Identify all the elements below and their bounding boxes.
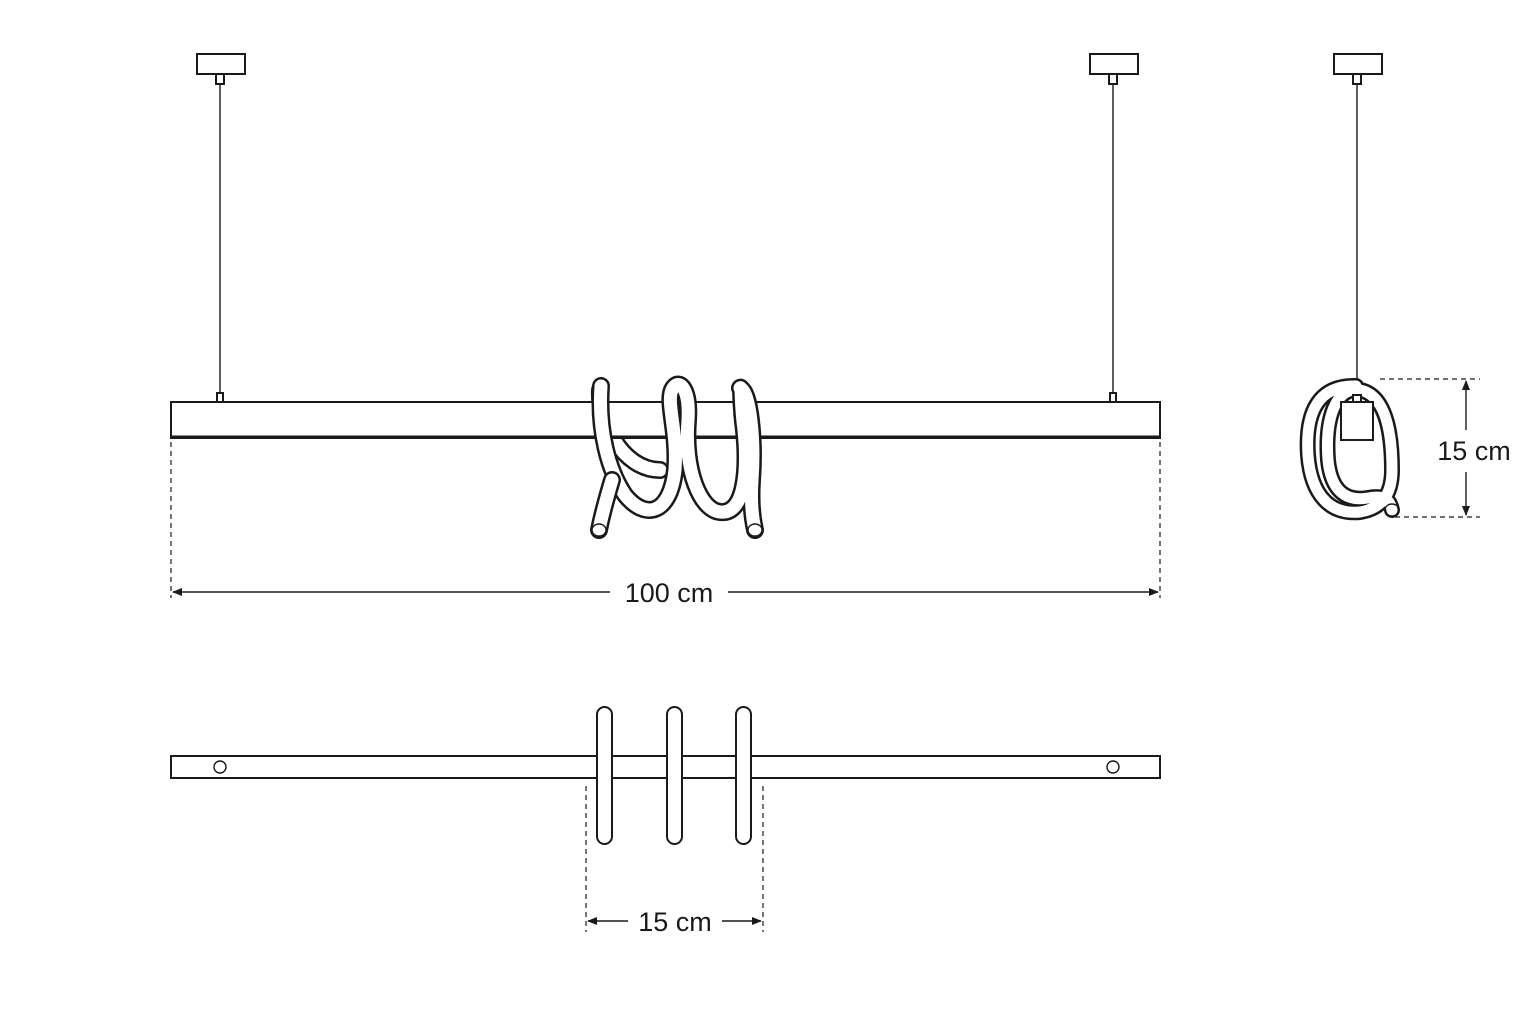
ceiling-canopy-left xyxy=(196,53,246,85)
coil-side-profile xyxy=(1299,378,1400,521)
spiral-tube-front xyxy=(590,375,764,539)
cable-point-right xyxy=(1106,760,1120,774)
ceiling-canopy-right xyxy=(1089,53,1139,85)
length-dimension: 100 cm xyxy=(170,442,1161,608)
tube-loop-top-3 xyxy=(735,706,752,845)
spiral-width-dimension: 15 cm xyxy=(585,786,764,937)
height-dimension: 15 cm xyxy=(1380,378,1511,518)
cable-point-left xyxy=(213,760,227,774)
ceiling-canopy-side xyxy=(1333,53,1383,85)
tube-loop-top-1 xyxy=(596,706,613,845)
length-dimension-label: 100 cm xyxy=(625,578,714,608)
linear-bar-top xyxy=(170,755,1161,779)
cable-grip-right xyxy=(1109,392,1117,403)
height-dimension-label: 15 cm xyxy=(1437,436,1511,466)
spiral-width-dimension-label: 15 cm xyxy=(638,907,712,937)
cable-grip-left xyxy=(216,392,224,403)
side-view: 15 cm xyxy=(1299,53,1511,521)
bar-cross-section xyxy=(1340,401,1374,441)
tube-loop-top-2 xyxy=(666,706,683,845)
top-view: 15 cm xyxy=(170,706,1161,937)
front-view: 100 cm xyxy=(170,53,1161,608)
